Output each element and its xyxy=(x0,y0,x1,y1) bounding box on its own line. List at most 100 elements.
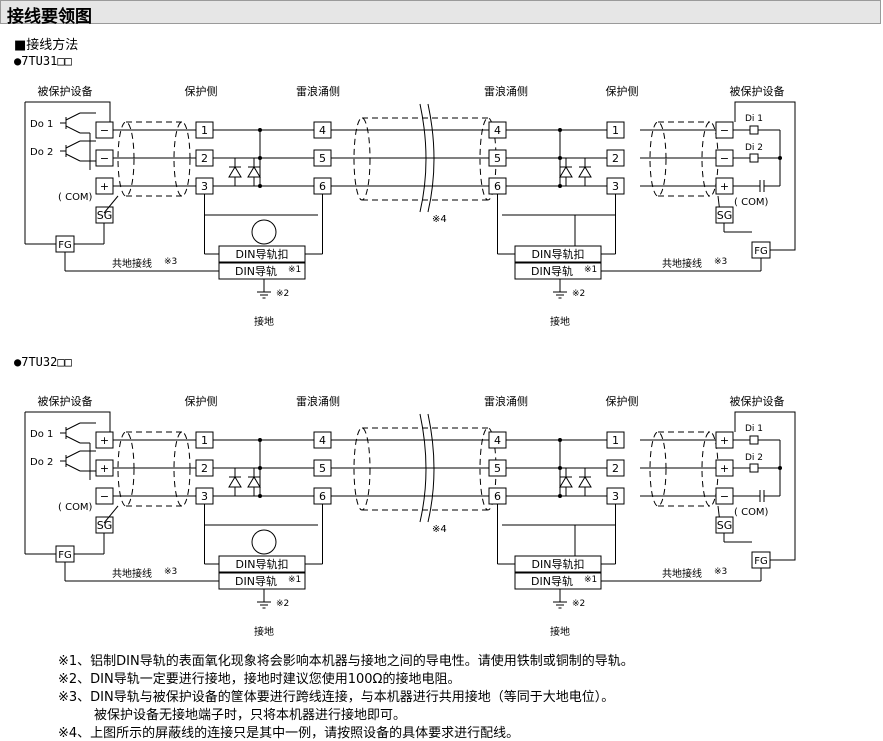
din-rail xyxy=(218,572,306,590)
note-1-mark: ※1 xyxy=(288,265,301,275)
device-terminal-right-3-label: + xyxy=(720,180,729,193)
do1-label: Do 1 xyxy=(30,119,53,130)
common-ground-label-left: 共地接线 xyxy=(112,257,152,270)
note-1: ※1、铝制DIN导轨的表面氧化现象将会影响本机器与接地之间的导电性。请使用铁制或… xyxy=(58,654,634,669)
shield-drain xyxy=(103,195,119,214)
device-terminal-right-1-label: + xyxy=(720,434,729,447)
protect-side-label-right: 保护侧 xyxy=(606,84,639,98)
note-4: ※4、上图所示的屏蔽线的连接只是其中一例，请按照设备的具体要求进行配线。 xyxy=(58,726,520,741)
ground-ring-icon xyxy=(251,219,277,245)
diode-icon xyxy=(247,476,261,488)
protect-terminal-1-label: 1 xyxy=(612,124,619,137)
com-label-right: ( COM) xyxy=(734,197,769,208)
page-title-bar: 接线要领图 xyxy=(0,0,881,27)
device-enclosure xyxy=(734,411,796,561)
din-rail-label: DIN导轨 xyxy=(235,264,277,278)
protected-device-label-right: 被保护设备 xyxy=(730,84,785,98)
shield-ellipse xyxy=(649,431,667,507)
junction-dot xyxy=(258,466,262,470)
note-2-mark: ※2 xyxy=(572,289,585,299)
protect-terminal-2-label: 2 xyxy=(201,152,208,165)
protect-terminal-2-label: 2 xyxy=(612,462,619,475)
fg-terminal-left-label: FG xyxy=(58,550,72,561)
diode-icon xyxy=(578,166,592,178)
device-terminal-left-3-label: − xyxy=(100,490,109,503)
note-3-mark-right: ※3 xyxy=(714,257,727,267)
device-enclosure xyxy=(734,101,796,251)
transistor-icon xyxy=(65,112,81,121)
diode-icon xyxy=(578,476,592,488)
note-1-mark: ※1 xyxy=(584,265,597,275)
junction-dot xyxy=(558,466,562,470)
do2-label: Do 2 xyxy=(30,457,53,468)
junction-dot xyxy=(258,128,262,132)
surge-terminal-4-label: 4 xyxy=(319,434,326,447)
surge-side-label-right: 雷浪涌侧 xyxy=(484,84,528,98)
protect-terminal-2-label: 2 xyxy=(612,152,619,165)
fg-terminal-right-label: FG xyxy=(754,556,768,567)
page-title: 接线要领图 xyxy=(7,7,92,27)
transistor-icon xyxy=(65,153,81,162)
din-rail-label: DIN导轨 xyxy=(531,574,573,588)
note-2: ※2、DIN导轨一定要进行接地，接地时建议您使用100Ω的接地电阻。 xyxy=(58,672,461,687)
surge-terminal-5-label: 5 xyxy=(494,152,501,165)
sg-terminal-right-label: SG xyxy=(717,209,733,222)
device-terminal-left-3-label: + xyxy=(100,180,109,193)
junction-dot xyxy=(778,466,782,470)
ground-ring-icon xyxy=(251,529,277,555)
surge-terminal-5-label: 5 xyxy=(319,152,326,165)
do1-label: Do 1 xyxy=(30,429,53,440)
din-rail-label: DIN导轨 xyxy=(235,574,277,588)
cable-break-icon xyxy=(427,413,435,523)
junction-dot xyxy=(258,156,262,160)
section-title: ■接线方法 xyxy=(14,38,79,53)
surge-terminal-6-label: 6 xyxy=(319,490,326,503)
surge-terminal-4-label: 4 xyxy=(494,124,501,137)
sg-terminal-left-label: SG xyxy=(97,519,113,532)
surge-terminal-5-label: 5 xyxy=(494,462,501,475)
device-terminal-left-1-label: + xyxy=(100,434,109,447)
device-terminal-left-2-label: − xyxy=(100,152,109,165)
common-ground-label-left: 共地接线 xyxy=(112,567,152,580)
note-3: ※3、DIN导轨与被保护设备的筐体要进行跨线连接，与本机器进行共用接地（等同于大… xyxy=(58,690,615,705)
din-buckle-label: DIN导轨扣 xyxy=(236,247,289,261)
transistor-icon xyxy=(65,125,81,134)
diagram-1: 被保护设备保护侧雷浪涌侧雷浪涌侧保护侧被保护设备−−+Do 1Do 2( COM… xyxy=(24,84,796,328)
surge-side-label-right: 雷浪涌侧 xyxy=(484,394,528,408)
device-terminal-left-2-label: + xyxy=(100,462,109,475)
junction-dot xyxy=(558,128,562,132)
transistor-icon xyxy=(65,450,81,459)
protect-side-label-left: 保护侧 xyxy=(185,394,218,408)
di2-label: Di 2 xyxy=(745,453,763,463)
junction-dot xyxy=(558,184,562,188)
shield-ellipse xyxy=(353,427,371,511)
note-2-mark: ※2 xyxy=(276,599,289,609)
device-terminal-left-1-label: − xyxy=(100,124,109,137)
cable-break-icon xyxy=(427,103,435,213)
surge-terminal-6-label: 6 xyxy=(319,180,326,193)
device-terminal-right-1-label: − xyxy=(720,124,729,137)
surge-side-label-left: 雷浪涌侧 xyxy=(296,394,340,408)
protect-terminal-1-label: 1 xyxy=(201,434,208,447)
input-contact-icon xyxy=(749,463,759,473)
common-ground-label-right: 共地接线 xyxy=(662,567,702,580)
note-4-mark: ※4 xyxy=(432,214,447,225)
note-1-mark: ※1 xyxy=(288,575,301,585)
device-terminal-right-2-label: + xyxy=(720,462,729,475)
shield-ellipse xyxy=(353,117,371,201)
shield-drain xyxy=(103,505,119,524)
device-enclosure xyxy=(25,101,111,122)
din-rail-label: DIN导轨 xyxy=(531,264,573,278)
common-ground-label-right: 共地接线 xyxy=(662,257,702,270)
transistor-icon xyxy=(65,422,81,431)
input-contact-icon xyxy=(749,153,759,163)
shield-ellipse xyxy=(117,121,135,197)
note-2-mark: ※2 xyxy=(276,289,289,299)
junction-dot xyxy=(258,494,262,498)
device-terminal-right-3-label: − xyxy=(720,490,729,503)
junction-dot xyxy=(778,156,782,160)
protected-device-label-left: 被保护设备 xyxy=(38,394,93,408)
transistor-icon xyxy=(65,463,81,472)
protected-device-label-right: 被保护设备 xyxy=(730,394,785,408)
note-3-continued: 被保护设备无接地端子时，只将本机器进行接地即可。 xyxy=(94,708,407,723)
